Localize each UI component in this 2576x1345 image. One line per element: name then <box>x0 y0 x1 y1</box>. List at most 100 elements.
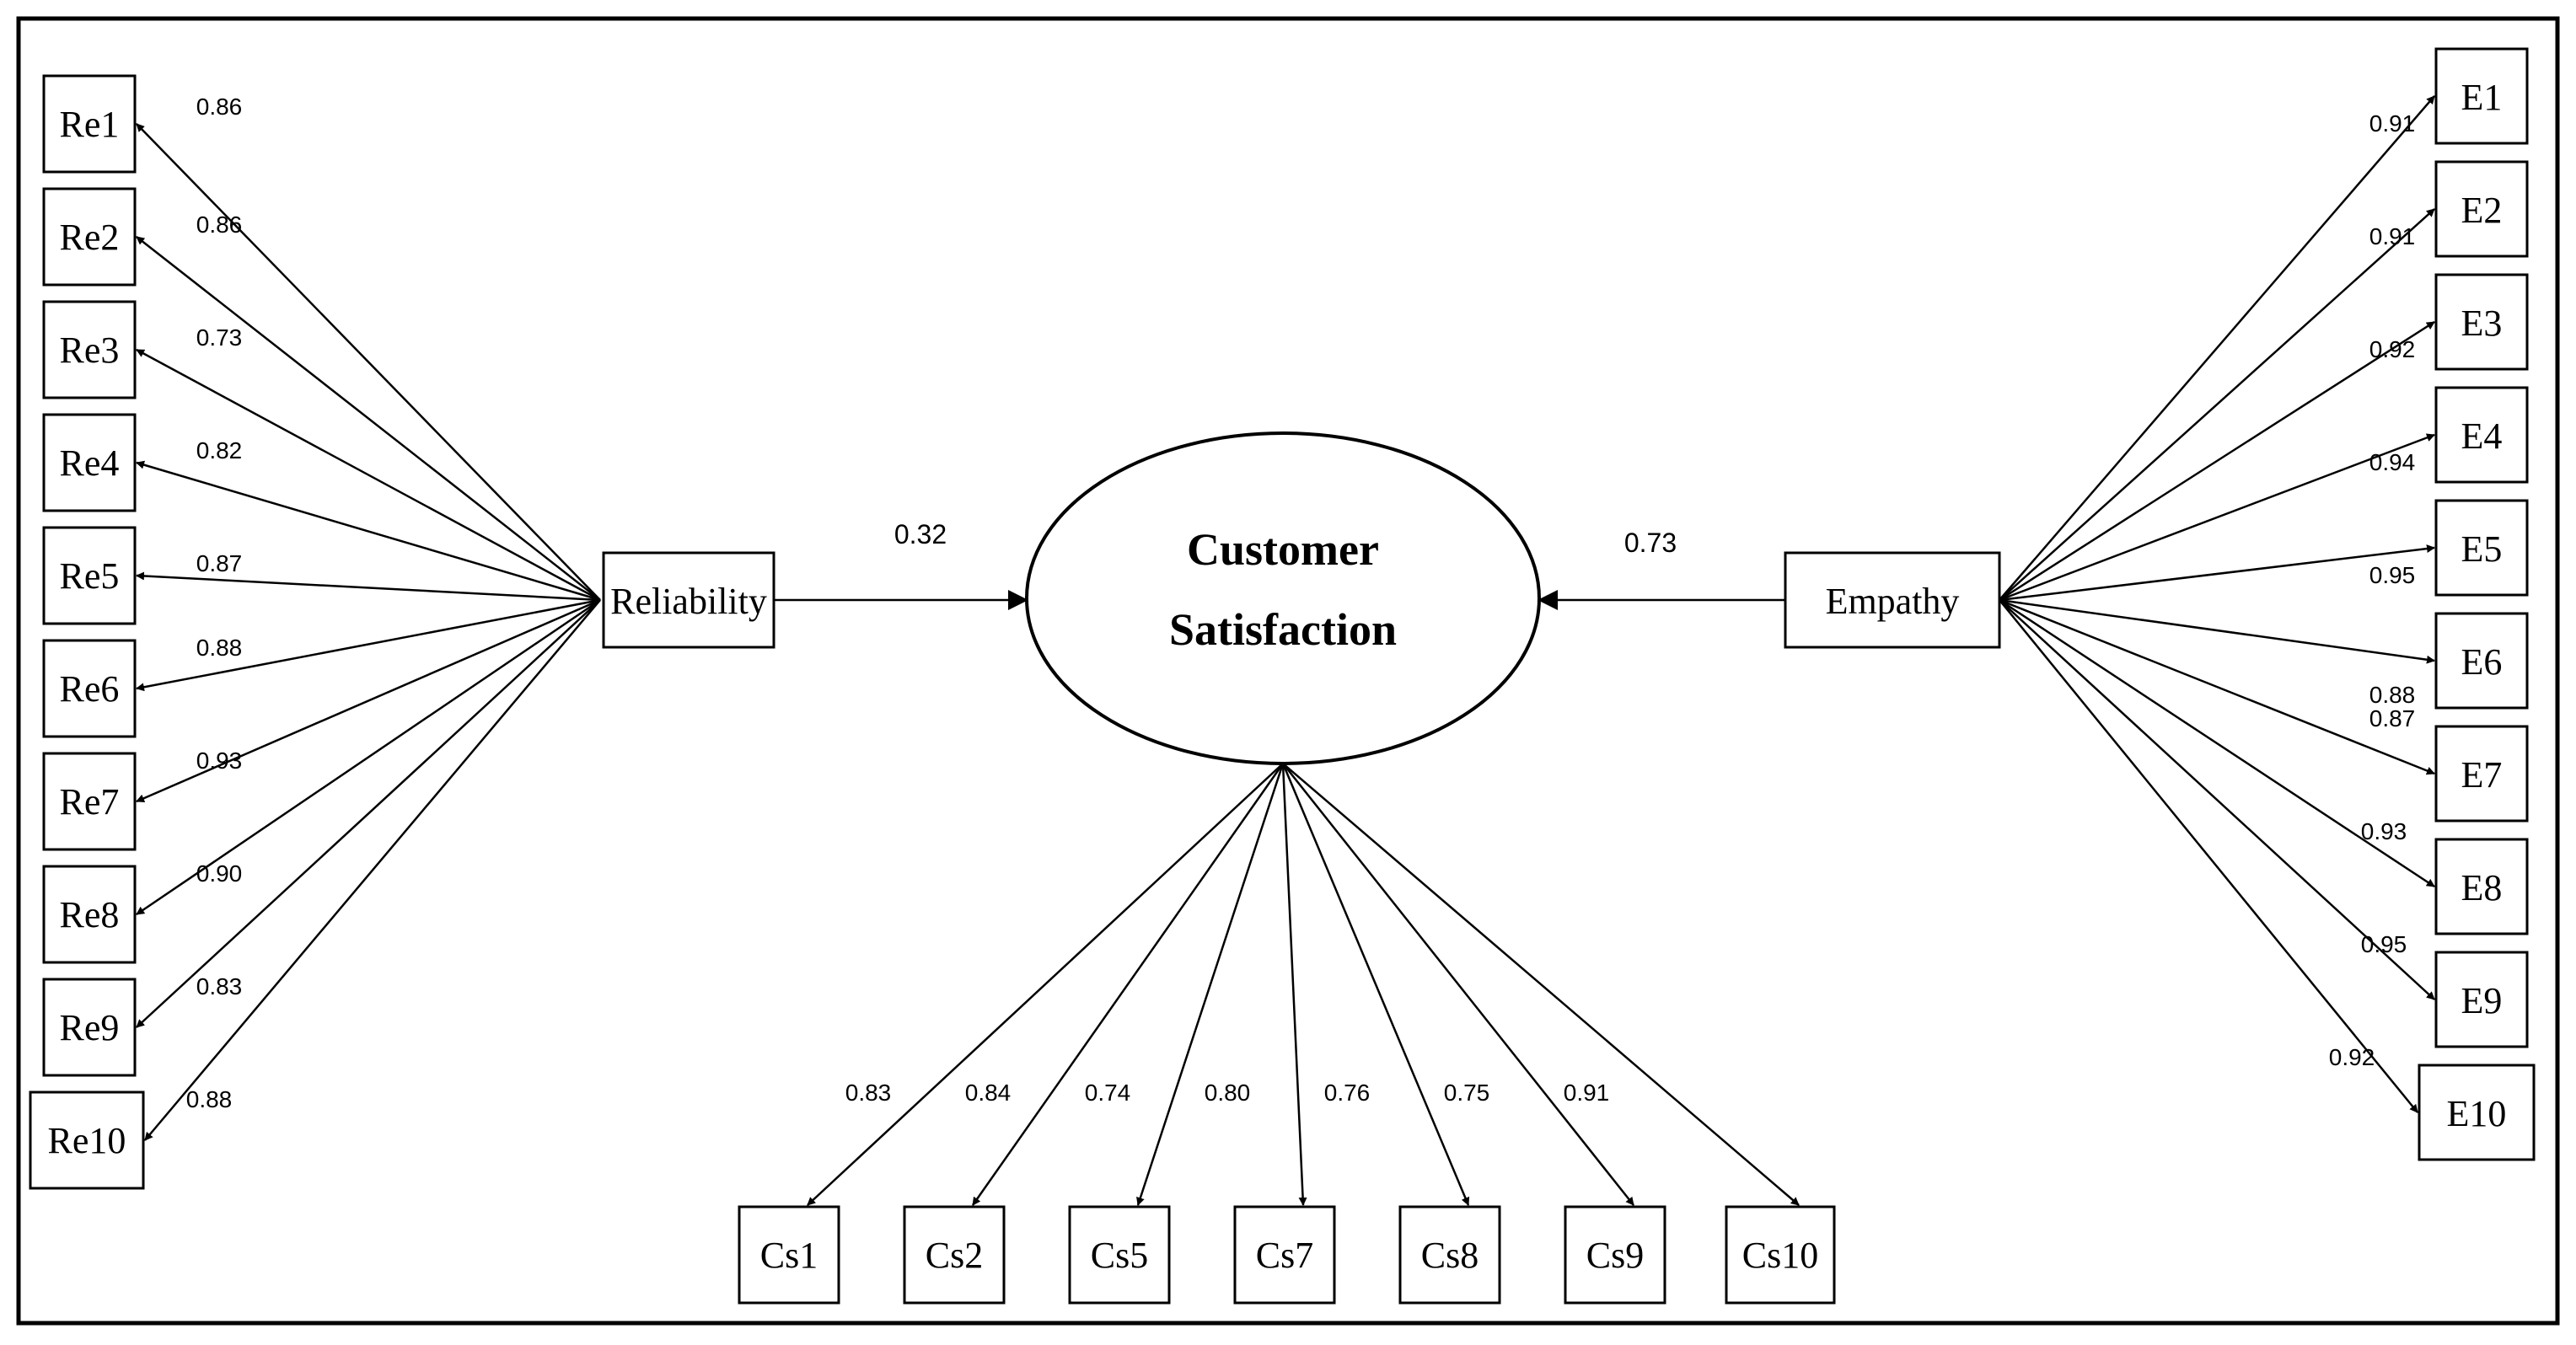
loading-arrow-cs5 <box>1136 763 1285 1206</box>
empathy-indicator-e7[interactable]: E70.87 <box>2369 705 2529 823</box>
loading-re7: 0.93 <box>196 748 243 774</box>
indicator-label: Re7 <box>60 781 120 823</box>
loading-re9: 0.83 <box>196 973 243 999</box>
indicator-label: E2 <box>2461 190 2503 231</box>
loading-re10: 0.88 <box>186 1086 233 1112</box>
indicator-label: Cs5 <box>1091 1235 1148 1276</box>
loading-e4: 0.94 <box>2369 449 2416 475</box>
indicator-label: Cs2 <box>926 1235 983 1276</box>
loading-arrow-cs10 <box>1282 763 1800 1206</box>
loading-cs1: 0.83 <box>845 1080 892 1106</box>
reliability-indicator-re7[interactable]: Re7 0.93 <box>42 748 243 851</box>
empathy-indicator-e5[interactable]: E5 0.95 <box>2369 499 2529 597</box>
loading-e5: 0.95 <box>2369 562 2416 588</box>
reliability-construct[interactable]: Reliability <box>602 551 775 649</box>
reliability-indicator-re10[interactable]: Re10 0.88 <box>29 1086 233 1190</box>
loading-cs5: 0.74 <box>1085 1080 1131 1106</box>
loading-e2: 0.91 <box>2369 223 2416 249</box>
reliability-indicator-re5[interactable]: Re5 0.87 <box>42 526 243 625</box>
loading-re4: 0.82 <box>196 437 243 464</box>
indicator-label: E10 <box>2447 1093 2507 1134</box>
loading-arrow-e9 <box>1999 599 2435 1000</box>
reliability-path-coefficient: 0.32 <box>894 519 947 549</box>
empathy-indicator-e2[interactable]: E2 0.91 <box>2369 160 2529 258</box>
loading-arrow-re1 <box>136 123 601 601</box>
loading-arrow-cs8 <box>1281 763 1470 1206</box>
empathy-label: Empathy <box>1826 581 1960 622</box>
indicator-label: Re9 <box>60 1007 120 1048</box>
loading-arrow-re10 <box>144 599 601 1141</box>
loading-arrow-cs2 <box>971 763 1285 1206</box>
cs-indicator-cs1[interactable]: Cs1 0.83 <box>738 1080 892 1305</box>
loading-e8: 0.93 <box>2361 818 2407 844</box>
empathy-indicator-e3[interactable]: E30.92 <box>2369 273 2529 371</box>
loading-arrow-re3 <box>136 348 601 602</box>
customer-satisfaction-label-line1: Customer <box>1187 524 1379 575</box>
cs-indicator-cs10[interactable]: Cs10 0.91 <box>1564 1080 1836 1305</box>
loading-e1: 0.91 <box>2369 110 2416 137</box>
diagram-frame <box>16 16 2560 1326</box>
loading-cs8: 0.76 <box>1324 1080 1371 1106</box>
indicator-label: Re2 <box>60 217 120 258</box>
loading-arrow-cs1 <box>807 763 1284 1206</box>
loading-arrow-e3 <box>1999 320 2435 602</box>
reliability-indicator-re4[interactable]: Re4 0.82 <box>42 413 243 512</box>
indicator-label: Cs1 <box>760 1235 818 1276</box>
loading-re5: 0.87 <box>196 550 243 576</box>
empathy-construct[interactable]: Empathy <box>1784 551 2001 649</box>
indicator-label: Re5 <box>60 555 120 597</box>
loading-arrow-e1 <box>1999 95 2435 601</box>
empathy-path-coefficient: 0.73 <box>1624 528 1677 558</box>
empathy-indicator-e1[interactable]: E1 0.91 <box>2369 47 2529 145</box>
loading-arrow-e10 <box>1999 599 2418 1113</box>
loading-cs10: 0.91 <box>1564 1080 1610 1106</box>
indicator-label: Re4 <box>60 442 120 484</box>
empathy-indicator-e9[interactable]: E90.95 <box>2361 931 2529 1048</box>
empathy-indicator-e10[interactable]: E10 0.92 <box>2329 1044 2536 1161</box>
indicator-label: Cs10 <box>1742 1235 1818 1276</box>
loading-e10: 0.92 <box>2329 1044 2375 1070</box>
loading-e7: 0.87 <box>2369 705 2416 731</box>
loading-cs9: 0.75 <box>1444 1080 1490 1106</box>
cs-indicator-cs5[interactable]: Cs5 0.74 <box>1068 1080 1171 1305</box>
loading-re6: 0.88 <box>196 635 243 661</box>
loading-arrow-re5 <box>136 571 601 602</box>
loading-arrow-re9 <box>136 599 601 1028</box>
empathy-indicator-e8[interactable]: E8 0.93 <box>2361 818 2529 935</box>
indicator-label: E1 <box>2461 77 2503 118</box>
reliability-label: Reliability <box>610 581 767 622</box>
loading-re1: 0.86 <box>196 94 243 120</box>
loading-arrow-e7 <box>1999 598 2435 775</box>
reliability-indicator-re6[interactable]: Re6 0.88 <box>42 635 243 738</box>
loading-arrow-re4 <box>136 460 601 602</box>
loading-e3: 0.92 <box>2369 336 2416 362</box>
loading-arrow-re8 <box>136 598 601 916</box>
loading-arrow-re6 <box>136 598 601 692</box>
loading-re2: 0.86 <box>196 212 243 238</box>
indicator-label: E5 <box>2461 528 2503 570</box>
loading-arrow-re7 <box>136 598 601 803</box>
loading-arrow-cs9 <box>1282 763 1634 1206</box>
indicator-label: E8 <box>2461 867 2503 908</box>
reliability-indicator-re2[interactable]: Re2 0.86 <box>42 187 243 287</box>
empathy-indicator-e4[interactable]: E4 0.94 <box>2369 386 2529 484</box>
indicator-label: Re8 <box>60 894 120 935</box>
indicator-label: Re6 <box>60 668 120 710</box>
indicator-label: E4 <box>2461 415 2503 457</box>
cs-indicator-cs8[interactable]: Cs8 0.76 <box>1324 1080 1501 1305</box>
customer-satisfaction-label-line2: Satisfaction <box>1169 604 1397 655</box>
indicator-label: Cs7 <box>1256 1235 1313 1276</box>
indicator-label: Cs8 <box>1421 1235 1479 1276</box>
customer-satisfaction-construct[interactable]: Customer Satisfaction <box>1025 431 1541 765</box>
indicator-label: Re10 <box>48 1120 126 1161</box>
loading-arrow-cs7 <box>1281 763 1307 1206</box>
reliability-indicator-re9[interactable]: Re9 0.83 <box>42 973 243 1077</box>
empathy-indicator-e6[interactable]: E60.88 <box>2369 612 2529 710</box>
